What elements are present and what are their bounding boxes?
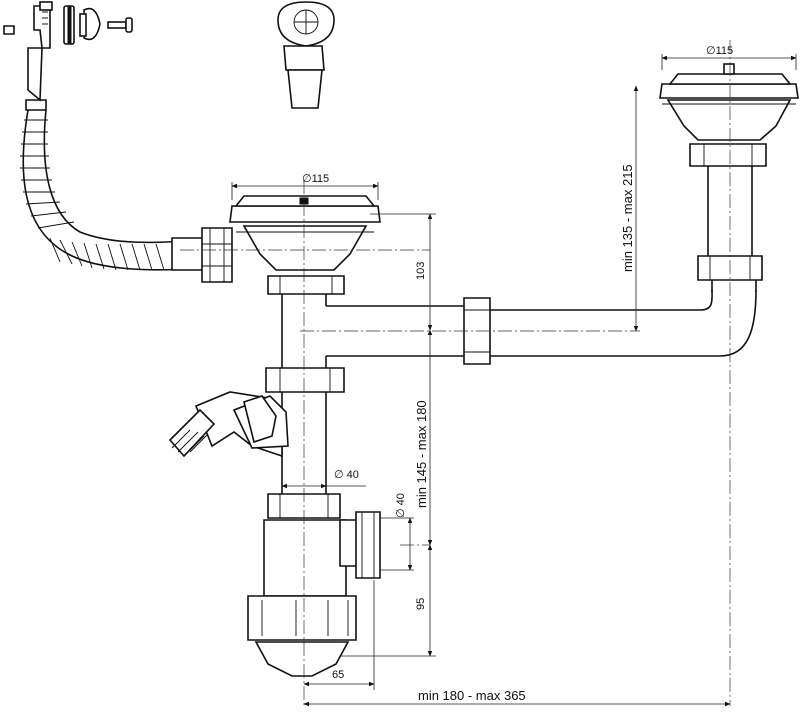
left-bowl-drain: [201, 195, 381, 295]
overflow-screw: [107, 17, 133, 33]
right-bowl-drain: [659, 63, 799, 292]
dim-height-103: 103: [415, 262, 427, 280]
bottle-trap: [247, 493, 381, 677]
dim-height-right-range: min 135 - max 215: [620, 164, 635, 272]
overflow-parts: [3, 1, 133, 49]
left-vertical-pipe: [265, 294, 345, 494]
dim-width-range: min 180 - max 365: [418, 688, 526, 703]
dim-offset-65: 65: [332, 669, 344, 681]
dim-diameter-right: ∅115: [706, 45, 733, 57]
dimension-lines: [231, 54, 797, 707]
overflow-grille: [3, 1, 53, 49]
overflow-hose: [20, 47, 205, 271]
overflow-cap: [79, 7, 101, 41]
dim-trap-height: 95: [415, 598, 427, 610]
center-lines: [180, 40, 731, 706]
overflow-gasket: [63, 5, 75, 45]
horizontal-connecting-pipe: [326, 289, 757, 365]
appliance-inlet: [168, 391, 289, 458]
dim-diameter-left: ∅115: [302, 173, 329, 185]
top-detail-part: [277, 1, 335, 109]
dim-pipe-diameter: ∅ 40: [334, 469, 359, 481]
dim-outlet-diameter: ∅ 40: [395, 493, 407, 518]
dim-height-left-range: min 145 - max 180: [414, 400, 429, 508]
